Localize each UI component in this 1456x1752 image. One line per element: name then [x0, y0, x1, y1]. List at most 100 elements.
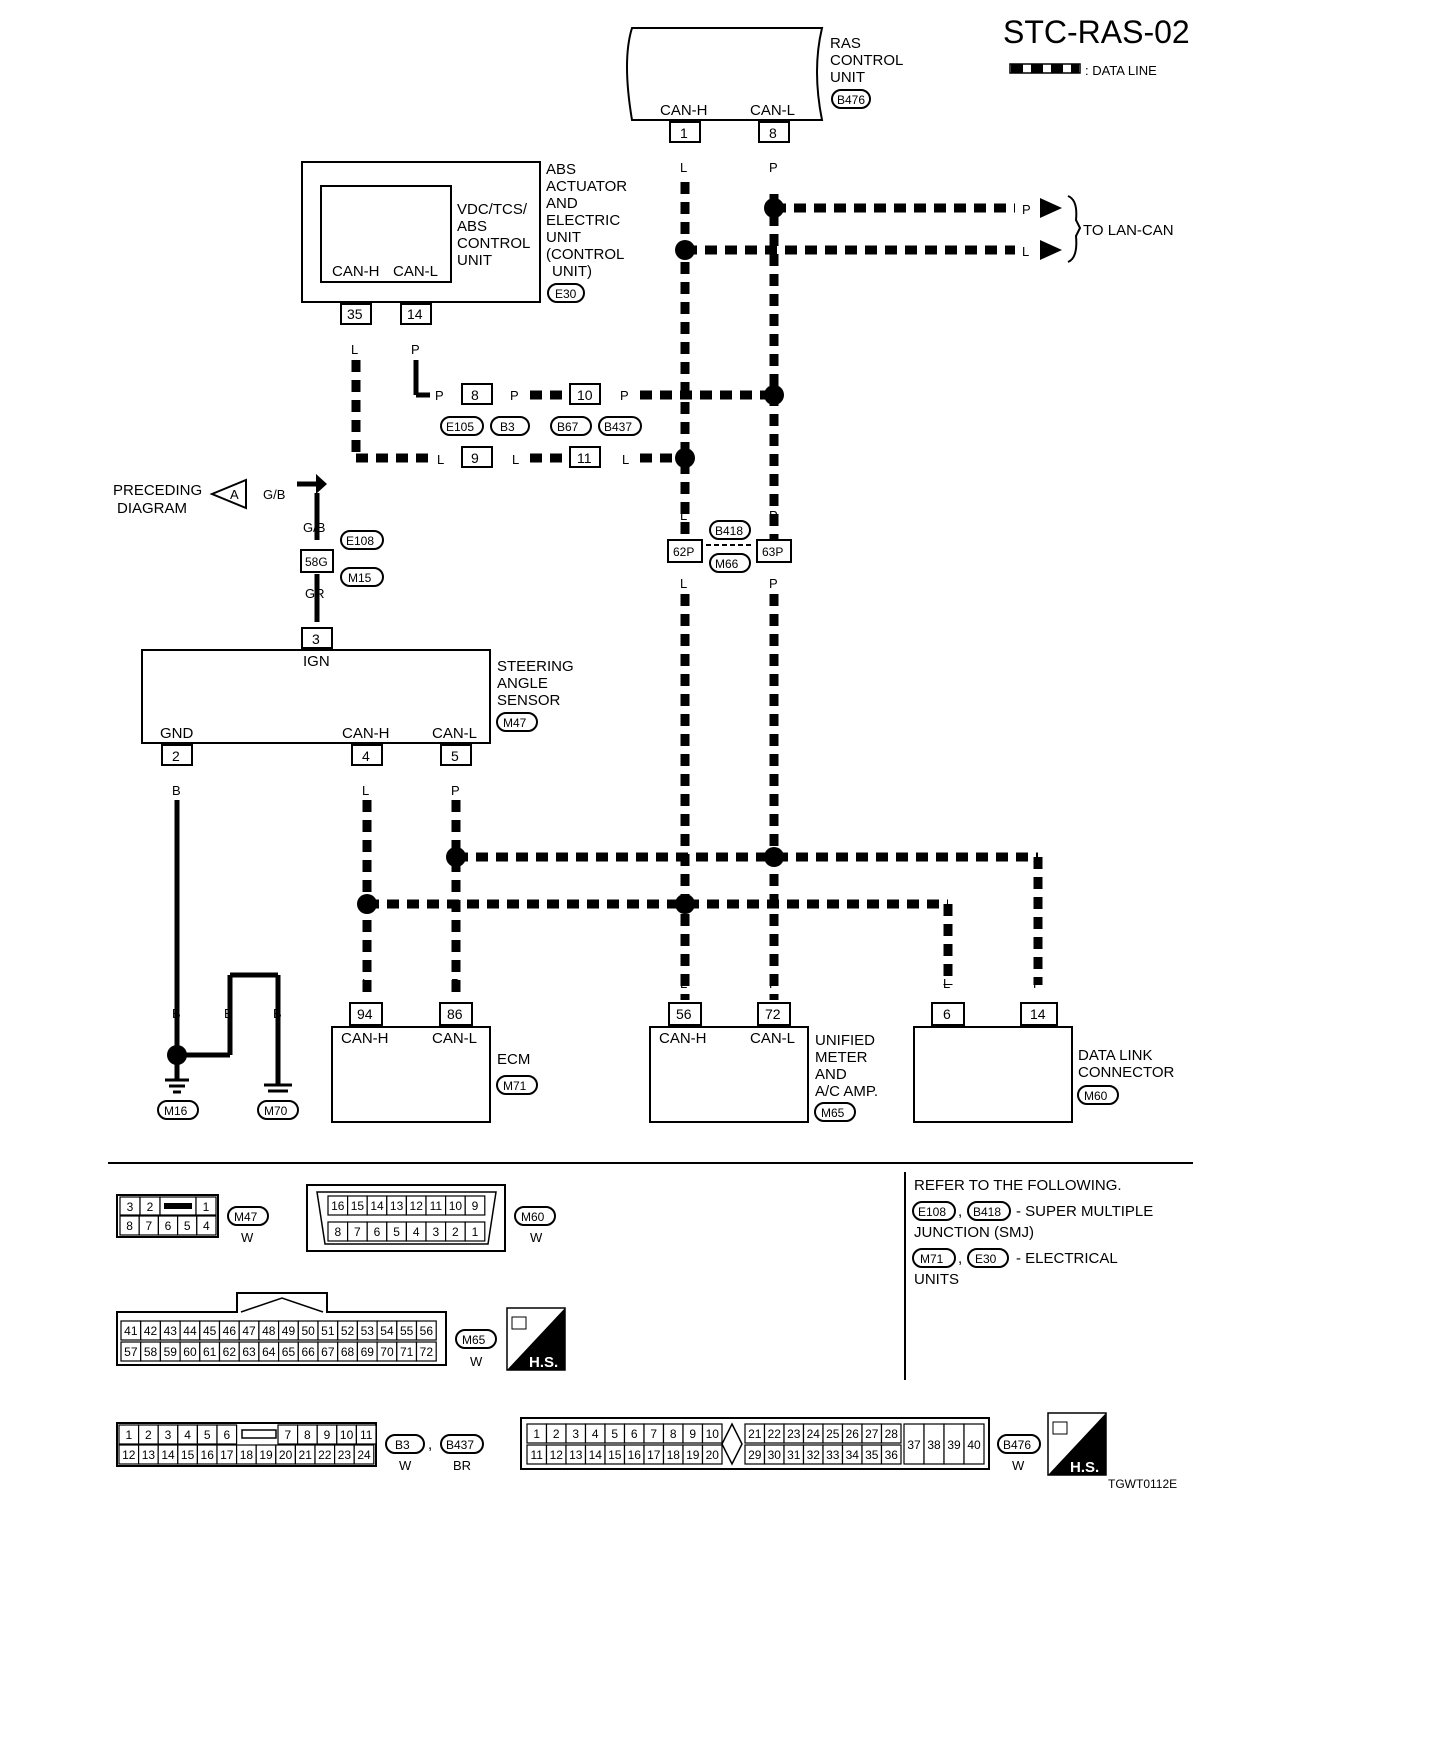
ground-color-1: B: [172, 1006, 181, 1021]
b437-code: B437: [446, 1438, 474, 1452]
pin-cell: 10: [340, 1428, 354, 1442]
smj-color-h-top: L: [680, 508, 687, 523]
meter-label-3: AND: [815, 1066, 847, 1083]
pin-cell: 66: [301, 1345, 315, 1359]
abs-label-2: ACTUATOR: [546, 178, 627, 195]
abs-pin-35: 35: [347, 306, 363, 322]
pin-cell: 7: [650, 1427, 657, 1441]
wire-color-ras-l: P: [769, 160, 778, 175]
smj-color-l-bottom: P: [769, 576, 778, 591]
ground-color-2: B: [224, 1006, 233, 1021]
pin-cell: 19: [259, 1448, 273, 1462]
abs-label-7: UNIT): [552, 263, 592, 280]
meter-pin-72: 72: [765, 1006, 781, 1022]
m60-code: M60: [521, 1210, 545, 1224]
meter-l-color: P: [769, 976, 778, 991]
pin-cell: 27: [865, 1427, 879, 1441]
jc-pin-10: 10: [577, 387, 593, 403]
b3-comma: ,: [428, 1436, 432, 1453]
pin-cell: 13: [569, 1448, 583, 1462]
pin-cell: 8: [304, 1428, 311, 1442]
b3-code: B3: [395, 1438, 410, 1452]
refer-heading: REFER TO THE FOLLOWING.: [914, 1177, 1122, 1194]
meter-connector-code: M65: [821, 1106, 845, 1120]
lan-can-color-l: L: [1022, 244, 1029, 259]
ecm-pin-94: 94: [357, 1006, 373, 1022]
figure-code: TGWT0112E: [1108, 1477, 1177, 1491]
pin-cell: 2: [553, 1427, 560, 1441]
meter-label-1: UNIFIED: [815, 1032, 875, 1049]
refer-code-e30: E30: [975, 1252, 997, 1266]
abs-label-3: AND: [546, 195, 578, 212]
pin-cell: 23: [787, 1427, 801, 1441]
pin-cell: 3: [127, 1200, 134, 1214]
pin-cell: 13: [142, 1448, 156, 1462]
pin-cell: 8: [126, 1219, 133, 1233]
smj-code-b418: B418: [715, 524, 743, 538]
preceding-diagram: PRECEDING DIAGRAM A G/B G/B 58G E108 M15…: [113, 474, 384, 601]
jc-color-4: L: [437, 452, 444, 467]
ras-can-l-label: CAN-L: [750, 102, 795, 119]
ground-code-m70: M70: [264, 1104, 288, 1118]
pin-cell: 1: [472, 1225, 479, 1239]
pin-cell: 3: [432, 1225, 439, 1239]
pin-cell: 10: [449, 1199, 463, 1213]
to-lan-can-label: TO LAN-CAN: [1083, 222, 1174, 239]
ecm-l-color: P: [451, 976, 460, 991]
steering-ign-label: IGN: [303, 653, 330, 670]
splice-points: [167, 198, 784, 1065]
wire-color-abs-l: P: [411, 342, 420, 357]
pin-cell: 7: [145, 1219, 152, 1233]
pin-cell: 40: [967, 1438, 981, 1452]
pin-cell: 54: [380, 1324, 394, 1338]
steering-pin-3: 3: [312, 631, 320, 647]
pin-cell: 37: [907, 1438, 921, 1452]
pin-cell: 23: [338, 1448, 352, 1462]
pin-cell: 65: [282, 1345, 296, 1359]
jc-color-1: P: [435, 388, 444, 403]
pin-cell: 56: [420, 1324, 434, 1338]
pin-cell: 32: [807, 1448, 821, 1462]
pin-cell: 9: [324, 1428, 331, 1442]
pin-cell: 6: [374, 1225, 381, 1239]
abs-connector-code: E30: [555, 287, 577, 301]
pin-cell: 24: [357, 1448, 371, 1462]
dlc-pin-6: 6: [943, 1006, 951, 1022]
steering-h-color: L: [362, 783, 369, 798]
pin-cell: 28: [885, 1427, 899, 1441]
ign-code-e108: E108: [346, 534, 374, 548]
smj-color-h-bottom: L: [680, 576, 687, 591]
meter-label-4: A/C AMP.: [815, 1083, 878, 1100]
abs-actuator-unit: VDC/TCS/ ABS CONTROL UNIT CAN-H CAN-L 35…: [301, 161, 627, 325]
refer-line2-text: - ELECTRICAL: [1016, 1250, 1118, 1267]
meter-label-2: METER: [815, 1049, 868, 1066]
pin-cell: 47: [242, 1324, 256, 1338]
ecm-pin-86: 86: [447, 1006, 463, 1022]
pin-cell: 14: [589, 1448, 603, 1462]
dlc-h-color: L: [943, 976, 950, 991]
pin-cell: 61: [203, 1345, 217, 1359]
steering-l-color: P: [451, 783, 460, 798]
pin-cell: 7: [284, 1428, 291, 1442]
jc-pin-11: 11: [577, 450, 592, 466]
pin-cell: 43: [164, 1324, 178, 1338]
pin-cell: 1: [203, 1200, 210, 1214]
pin-cell: 21: [748, 1427, 762, 1441]
pin-cell: 33: [826, 1448, 840, 1462]
refer-comma-1: ,: [958, 1203, 962, 1220]
pin-cell: 64: [262, 1345, 276, 1359]
pin-cell: 68: [341, 1345, 355, 1359]
pin-cell: 70: [380, 1345, 394, 1359]
pin-cell: 52: [341, 1324, 355, 1338]
abs-pin-14: 14: [407, 306, 423, 322]
abs-inner-4: UNIT: [457, 252, 492, 269]
preceding-ref-a: A: [230, 487, 239, 502]
pin-cell: 12: [550, 1448, 564, 1462]
ecm-unit: 94 86 CAN-H CAN-L ECM M71: [331, 1002, 538, 1123]
abs-inner-2: ABS: [457, 218, 487, 235]
preceding-label-1: PRECEDING: [113, 482, 202, 499]
wire-color-ras-h: L: [680, 160, 687, 175]
pin-cell: 50: [301, 1324, 315, 1338]
